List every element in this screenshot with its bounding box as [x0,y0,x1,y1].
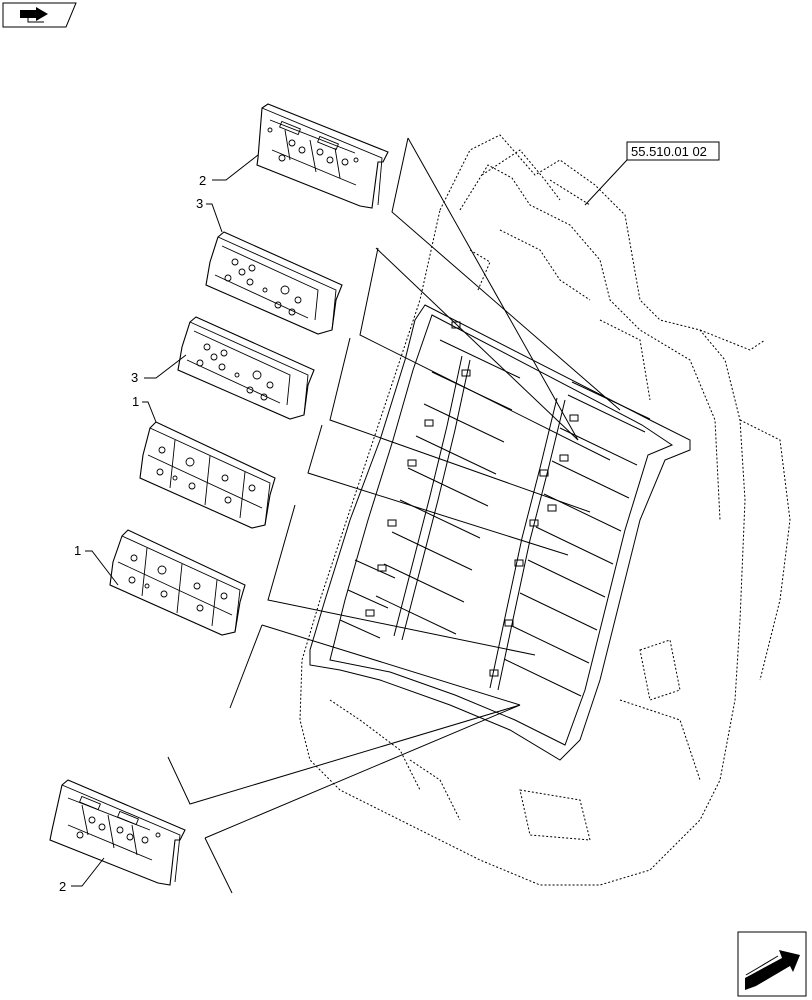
callout-c1: 2 [199,154,259,188]
callout-label: 1 [132,394,139,409]
leader-lines [167,137,621,894]
reference-text: 55.510.01 02 [631,144,707,159]
fuse-block-part-2-top[interactable] [256,103,389,209]
fuse-block-part-1-upper[interactable] [139,421,276,529]
callout-label: 3 [196,196,203,211]
callout-label: 1 [74,543,81,558]
fuse-block-part-1-lower[interactable] [109,529,246,636]
callout-c3: 3 [131,354,187,385]
callout-label: 2 [59,879,66,894]
callout-c5: 1 [74,543,119,586]
reference-box[interactable]: 55.510.01 02 [584,141,720,206]
fuse-block-part-3-lower[interactable] [177,316,315,420]
callout-label: 2 [199,173,206,188]
fuse-block-part-3-upper[interactable] [205,231,343,335]
callout-c6: 2 [59,857,105,894]
callout-c4: 1 [132,394,157,423]
book-arrow-icon[interactable] [2,2,77,28]
callout-label: 3 [131,370,138,385]
callout-c2: 3 [196,196,223,233]
next-page-arrow-icon[interactable] [737,931,807,997]
fuse-box-housing [299,134,791,886]
fuse-block-part-2-bottom[interactable] [49,779,186,886]
